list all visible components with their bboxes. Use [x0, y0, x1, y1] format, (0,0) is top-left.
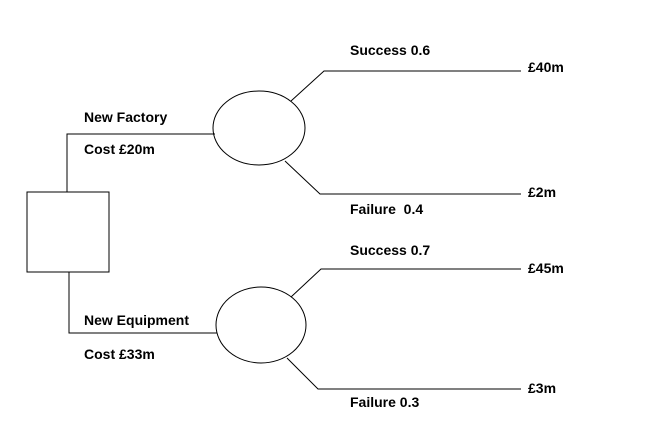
outcome-label-equipment-failure: Failure 0.3 [350, 394, 419, 410]
branch-line-new-equipment [68, 272, 217, 334]
outcome-label-factory-failure: Failure 0.4 [350, 201, 423, 217]
branch-cost-new-equipment: Cost £33m [84, 346, 155, 362]
branch-name-new-factory: New Factory [84, 109, 167, 125]
outcome-payoff-factory-success: £40m [528, 59, 564, 75]
branch-cost-new-factory: Cost £20m [84, 141, 155, 157]
outcome-line-equipment-failure [286, 357, 521, 390]
decision-node [26, 191, 110, 273]
chance-node-new-equipment [215, 286, 307, 364]
outcome-line-factory-success [290, 70, 521, 102]
branch-line-new-factory [66, 133, 215, 192]
branch-name-new-equipment: New Equipment [84, 312, 189, 328]
outcome-payoff-equipment-failure: £3m [528, 380, 556, 396]
outcome-label-equipment-success: Success 0.7 [350, 242, 430, 258]
chance-node-new-factory [212, 90, 306, 166]
outcome-line-factory-failure [284, 160, 521, 195]
outcome-label-factory-success: Success 0.6 [350, 42, 430, 58]
outcome-line-equipment-success [290, 268, 521, 298]
outcome-payoff-equipment-success: £45m [528, 260, 564, 276]
outcome-payoff-factory-failure: £2m [528, 184, 556, 200]
